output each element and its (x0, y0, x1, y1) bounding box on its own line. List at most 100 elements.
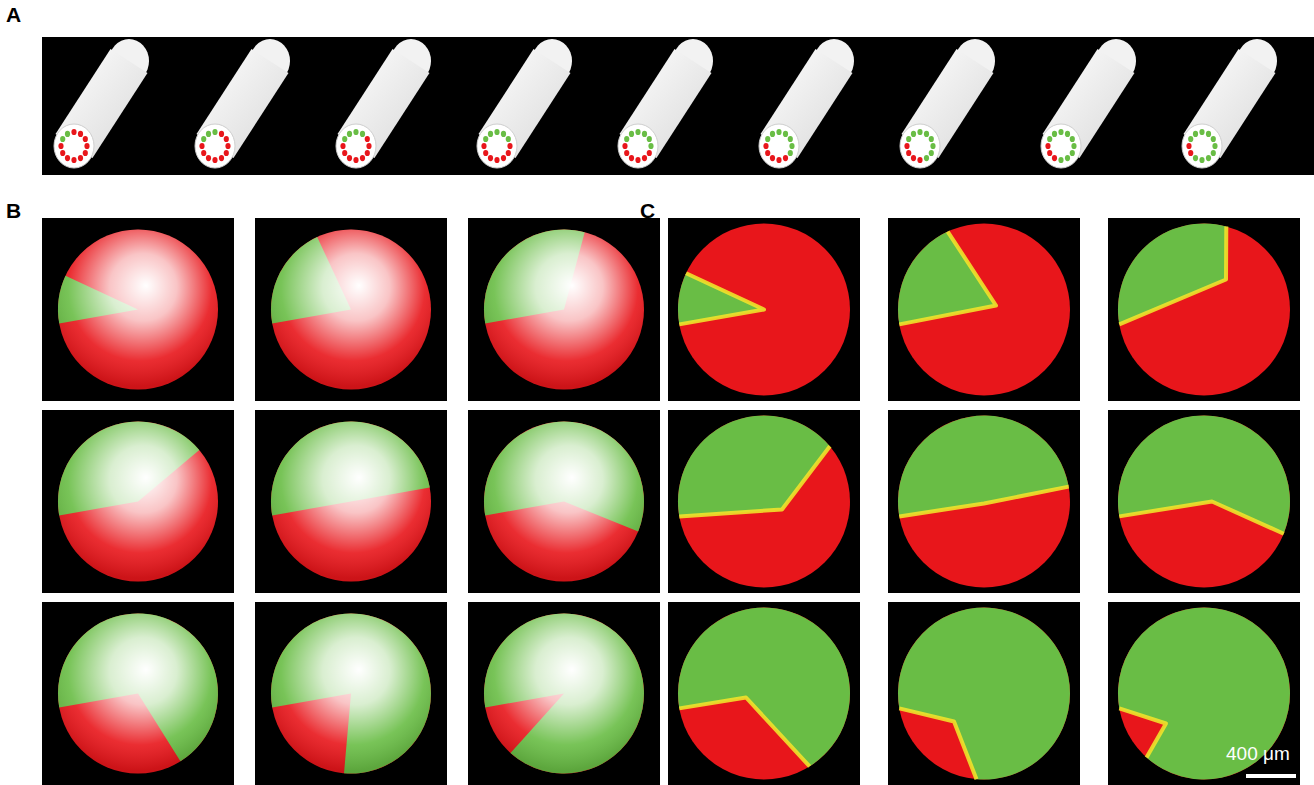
core-dot (1058, 129, 1063, 135)
core-dot (488, 131, 493, 137)
tile-background (1108, 218, 1300, 401)
core-dot (212, 129, 217, 135)
core-dot (65, 155, 70, 161)
red-region (484, 230, 644, 390)
interface-line (679, 698, 809, 767)
model-tile (42, 218, 234, 401)
red-region (1118, 224, 1290, 396)
core-dot (1188, 150, 1193, 156)
core-dot (1206, 131, 1211, 137)
red-region (58, 230, 218, 390)
core-dot (776, 157, 781, 163)
interface-line (1119, 708, 1166, 757)
core-dot (353, 157, 358, 163)
red-region (678, 608, 850, 780)
red-region (678, 224, 850, 396)
core-dot (219, 131, 224, 137)
green-region (678, 607, 850, 766)
core-dot (770, 155, 775, 161)
cylinder-face (618, 124, 658, 168)
panel-label: B (6, 200, 21, 221)
core-dot (481, 143, 486, 149)
image-tile (1108, 410, 1300, 593)
sphere-shading (484, 422, 644, 582)
core-dot (501, 155, 506, 161)
core-dot (60, 136, 65, 142)
core-dot (642, 155, 647, 161)
core-dot (635, 157, 640, 163)
red-region (271, 230, 431, 390)
tile-background (255, 410, 447, 593)
core-dot (904, 143, 909, 149)
image-tile (888, 218, 1080, 401)
fiber-cylinder (1041, 39, 1136, 168)
tile-background (1108, 602, 1300, 785)
core-dot (225, 143, 230, 149)
core-dot (342, 136, 347, 142)
core-dot (494, 129, 499, 135)
core-dot (1047, 150, 1052, 156)
core-dot (206, 131, 211, 137)
green-region (484, 614, 644, 774)
cylinder-face (759, 124, 799, 168)
tile-background (888, 218, 1080, 401)
sphere-shading (58, 422, 218, 582)
image-tile (668, 218, 860, 401)
core-dot (506, 136, 511, 142)
core-dot (206, 155, 211, 161)
core-dot (1045, 143, 1050, 149)
interface-line (679, 273, 764, 324)
core-dot (765, 150, 770, 156)
panel-a-band (42, 37, 1314, 175)
green-region (1118, 415, 1290, 533)
fiber-cylinder (759, 39, 854, 168)
core-dot (930, 143, 935, 149)
sphere-shading (271, 230, 431, 390)
green-region (898, 608, 1070, 780)
core-dot (483, 136, 488, 142)
core-dot (635, 129, 640, 135)
core-dot (1212, 143, 1217, 149)
core-dot (917, 157, 922, 163)
panel-label: C (640, 200, 655, 221)
cylinder-face (1041, 124, 1081, 168)
core-dot (1206, 155, 1211, 161)
tile-background (668, 410, 860, 593)
core-dot (788, 150, 793, 156)
core-dot (1065, 131, 1070, 137)
core-dot (1211, 150, 1216, 156)
model-tile (42, 410, 234, 593)
core-dot (1065, 155, 1070, 161)
image-tile (1108, 602, 1300, 785)
core-dot (1052, 155, 1057, 161)
core-dot (353, 129, 358, 135)
image-tile (1108, 218, 1300, 401)
green-region (1118, 607, 1290, 779)
tile-background (1108, 410, 1300, 593)
model-tile (42, 602, 234, 785)
core-dot (224, 136, 229, 142)
core-dot (1199, 129, 1204, 135)
core-dot (501, 131, 506, 137)
core-dot (622, 143, 627, 149)
green-region (678, 273, 764, 324)
fiber-cylinder (1182, 39, 1277, 168)
core-dot (788, 136, 793, 142)
sphere-shading (271, 422, 431, 582)
core-dot (365, 136, 370, 142)
model-tile (255, 410, 447, 593)
core-dot (212, 157, 217, 163)
tile-background (255, 602, 447, 785)
core-dot (340, 143, 345, 149)
fiber-cylinder (54, 39, 149, 168)
core-dot (765, 136, 770, 142)
red-region (1118, 416, 1290, 588)
core-dot (783, 155, 788, 161)
red-region (898, 608, 1070, 780)
core-dot (201, 136, 206, 142)
red-region (1118, 608, 1290, 780)
core-dot (483, 150, 488, 156)
core-dot (507, 143, 512, 149)
core-dot (789, 143, 794, 149)
